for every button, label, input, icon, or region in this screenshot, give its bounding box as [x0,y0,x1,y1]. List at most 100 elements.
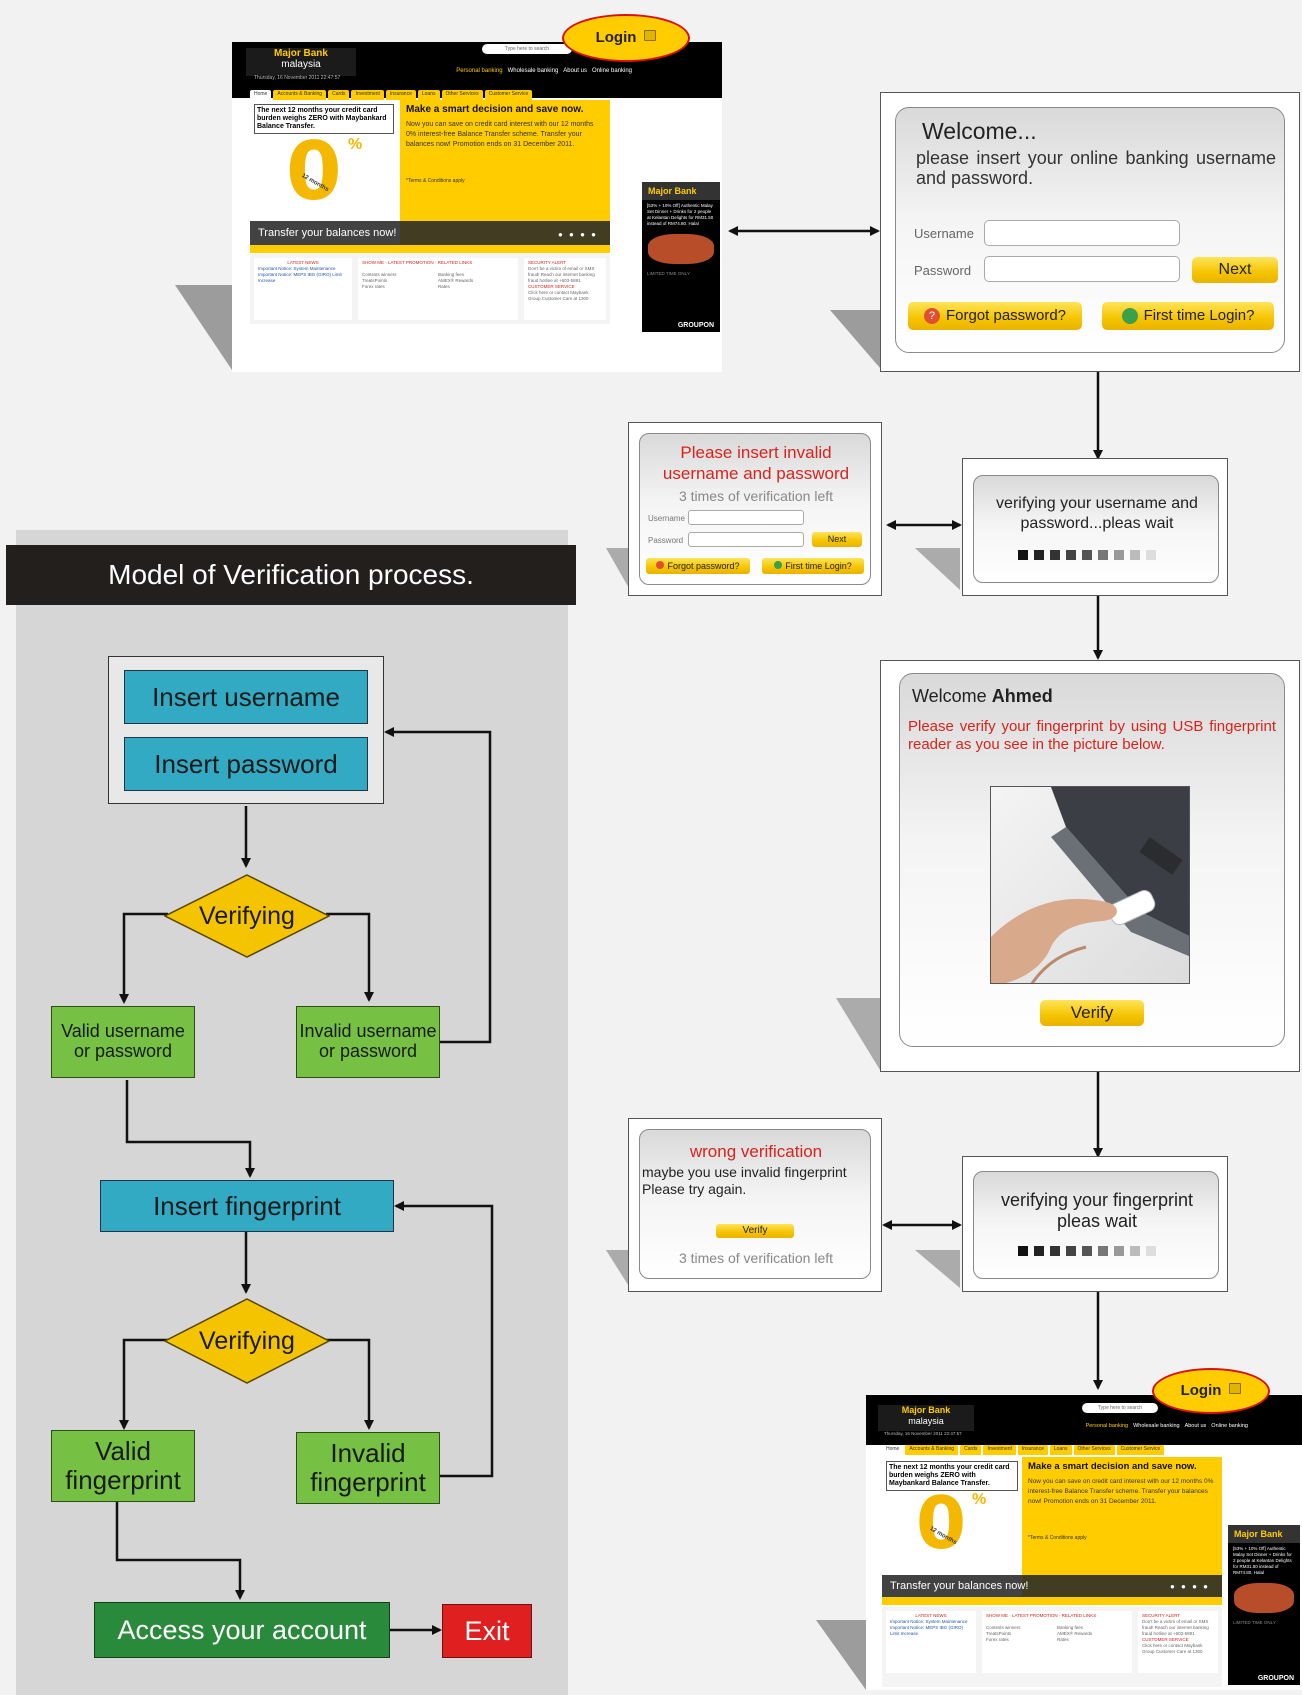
link-item[interactable]: AMEX® Rewards [438,278,474,283]
link-item[interactable]: Forex rates [986,1637,1009,1642]
verifying-fingerprint-frame: verifying your fingerprint pleas wait [962,1156,1228,1292]
forgot-password-button[interactable]: Forgot password? [646,558,750,574]
verify-button[interactable]: Verify [1040,1000,1144,1026]
tab-insurance[interactable]: Insurance [1017,1445,1048,1455]
security-text: Don't be a victim of email or SMS fraud!… [528,266,595,283]
password-field[interactable] [688,532,804,547]
nav-about-us[interactable]: About us [1184,1423,1207,1429]
link-item[interactable]: Rates [438,284,450,289]
verifying-fingerprint-node: Verifying [163,1298,331,1384]
user-name: Ahmed [991,686,1053,706]
search-input[interactable]: Type here to search [1082,1403,1158,1413]
tab-other-services[interactable]: Other Services [1073,1445,1115,1455]
forgot-password-button[interactable]: ?Forgot password? [908,302,1082,330]
news-item[interactable]: Important Notice: System Maintenance [890,1619,968,1624]
tab-investment[interactable]: Investment [351,90,384,100]
first-time-login-button[interactable]: First time Login? [762,558,864,574]
service-text[interactable]: Click here or contact Maybank Group Cust… [528,290,589,301]
login-button[interactable]: Login [1152,1368,1270,1414]
password-label: Password [914,263,972,278]
news-title: LATEST NEWS [915,1613,947,1618]
next-button[interactable]: Next [812,532,862,547]
tab-cards[interactable]: Cards [328,90,350,100]
insert-username-node: Insert username [124,670,368,724]
link-item[interactable]: TreatsPoints [362,278,388,283]
search-input[interactable]: Type here to search [482,44,572,54]
nav-personal-banking[interactable]: Personal banking [1085,1423,1129,1429]
link-item[interactable]: Contests winners [986,1625,1021,1630]
password-field[interactable] [984,256,1180,282]
first-time-label: First time Login? [785,561,852,571]
verifying-fingerprint-text: verifying your fingerprint pleas wait [1000,1190,1194,1231]
link-item[interactable]: TreatsPoints [986,1631,1012,1636]
tab-related-links[interactable]: RELATED LINKS [1061,1613,1097,1618]
news-item[interactable]: Important Notice: MEPS IBG (GIRO) Limit … [258,272,342,283]
welcome-word: Welcome [912,686,987,706]
verify-button[interactable]: Verify [716,1224,794,1238]
news-item[interactable]: Important Notice: MEPS IBG (GIRO) Limit … [890,1625,964,1636]
tab-latest-promotion[interactable]: LATEST PROMOTION [388,260,434,265]
tab-home[interactable]: Home [250,90,272,100]
fingerprint-panel: Welcome Ahmed Please verify your fingerp… [899,673,1285,1047]
tab-insurance[interactable]: Insurance [385,90,416,100]
nav-personal-banking[interactable]: Personal banking [456,68,503,74]
groupon-ad[interactable]: Major Bank [53% + 10% Off] Authentic Mal… [1228,1525,1300,1685]
login-button[interactable]: Login [562,14,690,62]
nav-wholesale-banking[interactable]: Wholesale banking [1133,1423,1180,1429]
welcome-frame: Welcome... please insert your online ban… [880,92,1300,372]
tab-customer-service[interactable]: Customer Service [1116,1445,1165,1455]
nav-online-banking[interactable]: Online banking [591,68,632,74]
carousel-dots[interactable]: ● ● ● ● [1170,1582,1210,1591]
tab-investment[interactable]: Investment [983,1445,1016,1455]
service-text[interactable]: Click here or contact Maybank Group Cust… [1142,1643,1203,1654]
carousel-dots[interactable]: ● ● ● ● [558,230,598,239]
nav-online-banking[interactable]: Online banking [1211,1423,1248,1429]
promo-banner[interactable]: The next 12 months your credit card burd… [250,100,610,245]
next-button[interactable]: Next [1192,257,1278,283]
nav-wholesale-banking[interactable]: Wholesale banking [507,68,559,74]
tab-accounts[interactable]: Accounts & Banking [905,1445,959,1455]
tab-other-services[interactable]: Other Services [441,90,483,100]
tab-loans[interactable]: Loans [417,90,440,100]
promo-zero: 0 [916,1481,967,1565]
username-field[interactable] [688,510,804,525]
link-item[interactable]: Contests winners [362,272,397,277]
first-time-login-button[interactable]: First time Login? [1102,302,1274,330]
side-title: Major Bank [642,182,720,200]
link-item[interactable]: Rates [1057,1637,1069,1642]
tab-loans[interactable]: Loans [1049,1445,1072,1455]
side-title: Major Bank [1228,1525,1300,1543]
tab-customer-service[interactable]: Customer Service [484,90,533,100]
link-item[interactable]: Forex rates [362,284,385,289]
tab-related-links[interactable]: RELATED LINKS [437,260,473,265]
link-item[interactable]: Banking fees [438,272,465,277]
forgot-label: Forgot password? [945,307,1067,324]
nav-about-us[interactable]: About us [563,68,587,74]
promo-left: The next 12 months your credit card burd… [882,1457,1022,1597]
insert-password-node: Insert password [124,737,368,791]
fingerprint-frame: Welcome Ahmed Please verify your fingerp… [880,660,1300,1072]
username-field[interactable] [984,220,1180,246]
tab-cards[interactable]: Cards [960,1445,982,1455]
info-section: LATEST NEWS Important Notice: System Mai… [250,254,610,324]
attempts-left: 3 times of verification left [678,1250,834,1266]
tab-show-me[interactable]: SHOW ME [986,1613,1008,1618]
tab-show-me[interactable]: SHOW ME [362,260,384,265]
tab-latest-promotion[interactable]: LATEST PROMOTION [1012,1613,1058,1618]
groupon-ad[interactable]: Major Bank [53% + 10% Off] Authentic Mal… [642,182,720,332]
usb-fingerprint-reader-illustration [991,787,1189,983]
link-item[interactable]: AMEX® Rewards [1057,1631,1093,1636]
security-title: SECURITY ALERT [528,260,567,265]
tab-home[interactable]: Home [882,1445,904,1455]
tab-accounts[interactable]: Accounts & Banking [273,90,327,100]
hero-strip: Transfer your balances now! [250,221,610,245]
news-item[interactable]: Important Notice: System Maintenance [258,266,336,271]
link-item[interactable]: Banking fees [1057,1625,1084,1630]
promo-banner[interactable]: The next 12 months your credit card burd… [882,1457,1222,1597]
verifying-fingerprint-panel: verifying your fingerprint pleas wait [973,1171,1219,1279]
invalid-panel: Please insert invalid username and passw… [639,433,871,585]
brand-name: Major Bank [274,48,328,59]
